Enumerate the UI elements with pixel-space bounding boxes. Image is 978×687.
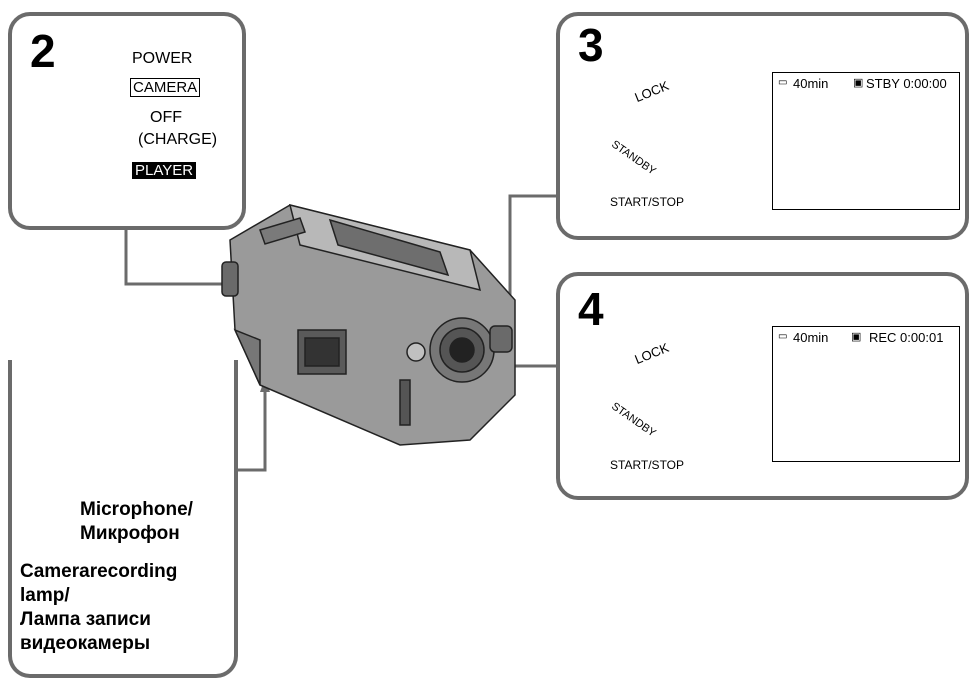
off-label: OFF — [150, 109, 182, 126]
step3-number: 3 — [578, 19, 604, 71]
step3-status-text: STBY 0:00:00 — [866, 76, 947, 91]
microphone-callout: Microphone/ Микрофон — [80, 498, 193, 546]
power-label: POWER — [132, 50, 193, 67]
step4-number: 4 — [578, 283, 604, 335]
lamp-label-line1: Camerarecording — [20, 561, 178, 582]
step3-battery-remaining: 40min — [793, 76, 829, 91]
step2-panel — [8, 12, 246, 230]
microphone-detail-panel — [8, 360, 238, 678]
player-mode-label: PLAYER — [132, 162, 197, 179]
connector-detail — [238, 382, 267, 472]
step4-status-text: REC 0:00:01 — [869, 330, 944, 345]
connector-step2 — [124, 228, 225, 286]
step4-battery-icon: ▭ — [778, 331, 788, 342]
step4-tape-icon: ▣ — [851, 331, 862, 343]
camera-mode-label: CAMERA — [130, 78, 201, 97]
step4-battery-remaining: 40min — [793, 330, 829, 345]
step3-tape-icon: ▣ — [853, 77, 864, 89]
step4-startstop-label: START/STOP — [610, 458, 685, 472]
step4-lcd-screen: ▭ 40min ▣ REC 0:00:01 — [772, 326, 960, 462]
microphone-label-ru: Микрофон — [80, 523, 180, 544]
microphone-label-en: Microphone/ — [80, 499, 193, 520]
step3-battery-icon: ▭ — [778, 77, 788, 88]
camcorder-illustration — [221, 203, 516, 446]
step3-startstop-label: START/STOP — [610, 195, 685, 209]
step2-number: 2 — [30, 25, 56, 77]
step3-lcd-screen: ▭ 40min ▣ STBY 0:00:00 — [772, 72, 960, 210]
lamp-label-line4: видеокамеры — [20, 633, 151, 654]
charge-label: (CHARGE) — [138, 131, 218, 148]
lamp-label-line3: Лампа записи — [20, 609, 151, 630]
lamp-callout: Camerarecording lamp/ Лампа записи видео… — [20, 560, 177, 656]
lamp-label-line2: lamp/ — [20, 585, 70, 606]
